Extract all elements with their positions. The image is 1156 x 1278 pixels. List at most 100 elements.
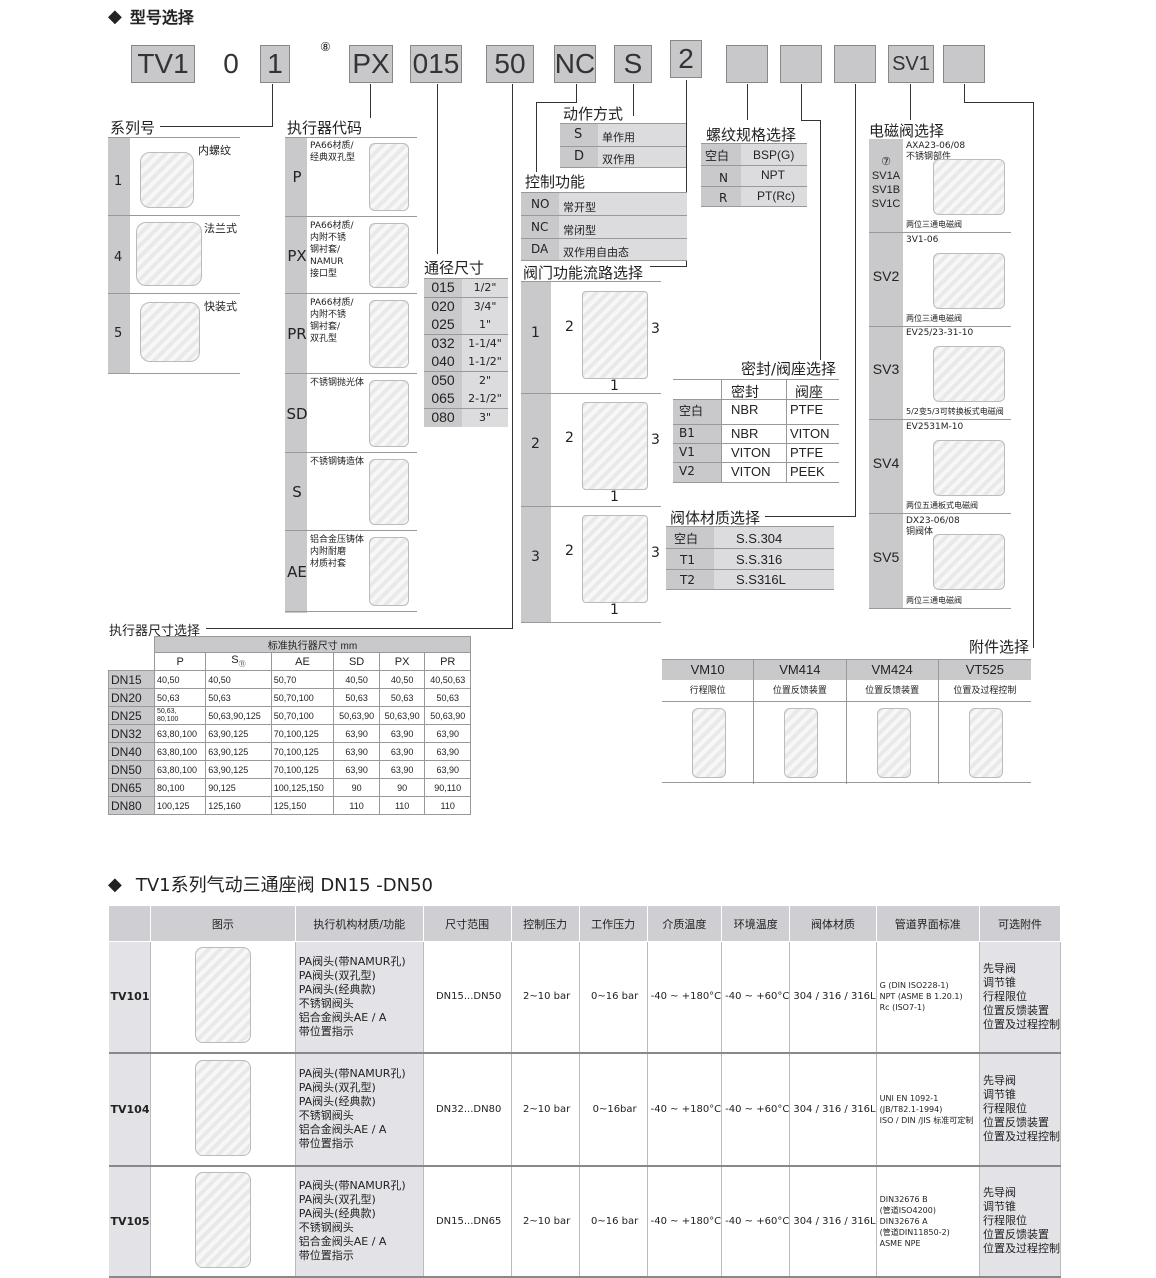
spec-work: 0~16 bar — [579, 1165, 648, 1278]
actuator-head-icon — [369, 300, 409, 368]
size-value: 50,63,90,125 — [205, 706, 272, 725]
spec-work: 0~16 bar — [579, 941, 648, 1054]
spec-media: -40 ~ +180°C — [647, 1165, 723, 1278]
size-dn: DN50 — [108, 760, 155, 779]
seal-material: NBR — [731, 402, 759, 417]
spec-standard: DIN32676 B (管道ISO4200) DIN32676 A (管道DIN… — [876, 1165, 980, 1278]
size-dn: DN65 — [108, 778, 155, 797]
spec-ctrl: 2~10 bar — [511, 1052, 580, 1167]
spec-model: TV105 — [108, 1165, 151, 1278]
solenoid-code: SV4 — [872, 455, 900, 471]
bore-code: 025 — [424, 316, 462, 334]
size-dn: DN25 — [108, 706, 155, 725]
spec-model: TV101 — [108, 941, 151, 1054]
spec-col-header: 可选附件 — [978, 905, 1062, 942]
solenoid-title: 电磁阀选择 — [869, 122, 945, 140]
thread-title: 螺纹规格选择 — [706, 126, 797, 144]
code-box-thread — [726, 45, 768, 83]
actuator-desc: 不锈钢铸造体 — [310, 457, 365, 467]
spec-size: DN15...DN50 — [423, 941, 512, 1054]
connector-line — [160, 126, 273, 127]
connector-line — [964, 84, 965, 102]
flow-code: 3 — [531, 549, 540, 565]
size-value: 70,100,125 — [270, 760, 335, 779]
actuator-head-icon — [369, 223, 409, 288]
solenoid-model: EV2531M-10 — [906, 422, 964, 432]
solenoid-desc: 5/2变5/3可转换板式电磁阀 — [906, 407, 1004, 416]
spec-col-header: 尺寸范围 — [422, 905, 512, 942]
bore-code: 040 — [424, 353, 462, 371]
code-box-accessory — [943, 45, 985, 83]
size-value: 63,90 — [378, 760, 426, 779]
code-box-series: TV1 — [131, 45, 195, 83]
size-value: 63,90,125 — [205, 724, 272, 743]
size-value: 63,90 — [424, 760, 471, 779]
bore-size: 2-1/2" — [462, 390, 508, 408]
control-table: NO 常开型 NC 常闭型 DA 双作用自由态 — [521, 192, 687, 261]
action-title: 动作方式 — [563, 105, 624, 123]
thread-table: 空白 BSP(G) N NPT R PT(Rc) — [701, 143, 807, 207]
spec-standard: G (DIN ISO228-1) NPT (ASME B 1.20.1) Rc … — [876, 941, 980, 1054]
solenoid-code: SV3 — [872, 361, 900, 377]
seal-code: V1 — [679, 445, 695, 459]
valve-section-icon — [582, 291, 648, 379]
seal-code: B1 — [679, 426, 695, 440]
size-value: 63,80,100 — [153, 742, 207, 761]
spec-col-header — [108, 905, 151, 942]
connector-line — [747, 84, 748, 120]
size-value: 125,150 — [270, 796, 335, 815]
accessory-code: VM10 — [662, 660, 754, 680]
port-label: 3 — [651, 321, 660, 337]
spec-size: DN32...DN80 — [423, 1052, 512, 1167]
seat-material: VITON — [790, 426, 830, 441]
size-value: 110 — [378, 796, 426, 815]
flanged-valve-icon — [136, 222, 202, 286]
solenoid-valve-icon — [933, 346, 1005, 402]
valve-section-icon — [582, 402, 648, 490]
flanged-three-way-valve-icon — [194, 1059, 251, 1156]
size-value: 50,70 — [270, 670, 335, 689]
size-value: 100,125,150 — [270, 778, 335, 797]
diamond-bullet-icon: ◆ — [108, 873, 122, 895]
spec-media: -40 ~ +180°C — [647, 1052, 723, 1167]
accessory-label: 行程限位 — [689, 686, 726, 696]
code-box-bore: 015 — [410, 45, 462, 83]
connector-line — [536, 102, 537, 172]
size-value: 110 — [424, 796, 471, 815]
diamond-bullet-icon: ◆ — [108, 5, 122, 27]
section1-title: 型号选择 — [129, 8, 194, 27]
accessory-code: VM414 — [754, 660, 846, 680]
size-value: 110 — [333, 796, 380, 815]
size-col-header: PX — [378, 652, 426, 671]
clamp-three-way-valve-icon — [194, 1171, 251, 1268]
code-box-type: 1 — [260, 45, 290, 83]
spec-functions: PA阀头(带NAMUR孔) PA阀头(双孔型) PA阀头(经典款) 不锈钢阀头 … — [295, 1165, 424, 1278]
accessory-device-icon — [968, 708, 1003, 778]
seal-material: NBR — [731, 426, 759, 441]
actuator-code: AE — [287, 562, 307, 581]
solenoid-code: SV5 — [872, 549, 900, 565]
size-value: 63,80,100 — [153, 724, 207, 743]
body-material-table: 空白 S.S.304 T1 S.S.316 T2 S.S316L — [666, 526, 834, 590]
size-value: 63,90 — [424, 742, 471, 761]
port-label: 1 — [610, 489, 619, 505]
actuator-desc: PA66材质/ 内附不锈 钢衬套/ NAMUR 接口型 — [310, 221, 354, 279]
size-value: 50,63 — [333, 688, 380, 707]
actuator-code: P — [292, 168, 302, 186]
accessory-label: 位置反馈装置 — [772, 686, 827, 696]
spec-accessories: 先导阀 调节锥 行程限位 位置反馈装置 位置及过程控制 — [979, 1052, 1062, 1167]
seat-material: PEEK — [790, 464, 825, 479]
size-value: 90 — [378, 778, 426, 797]
